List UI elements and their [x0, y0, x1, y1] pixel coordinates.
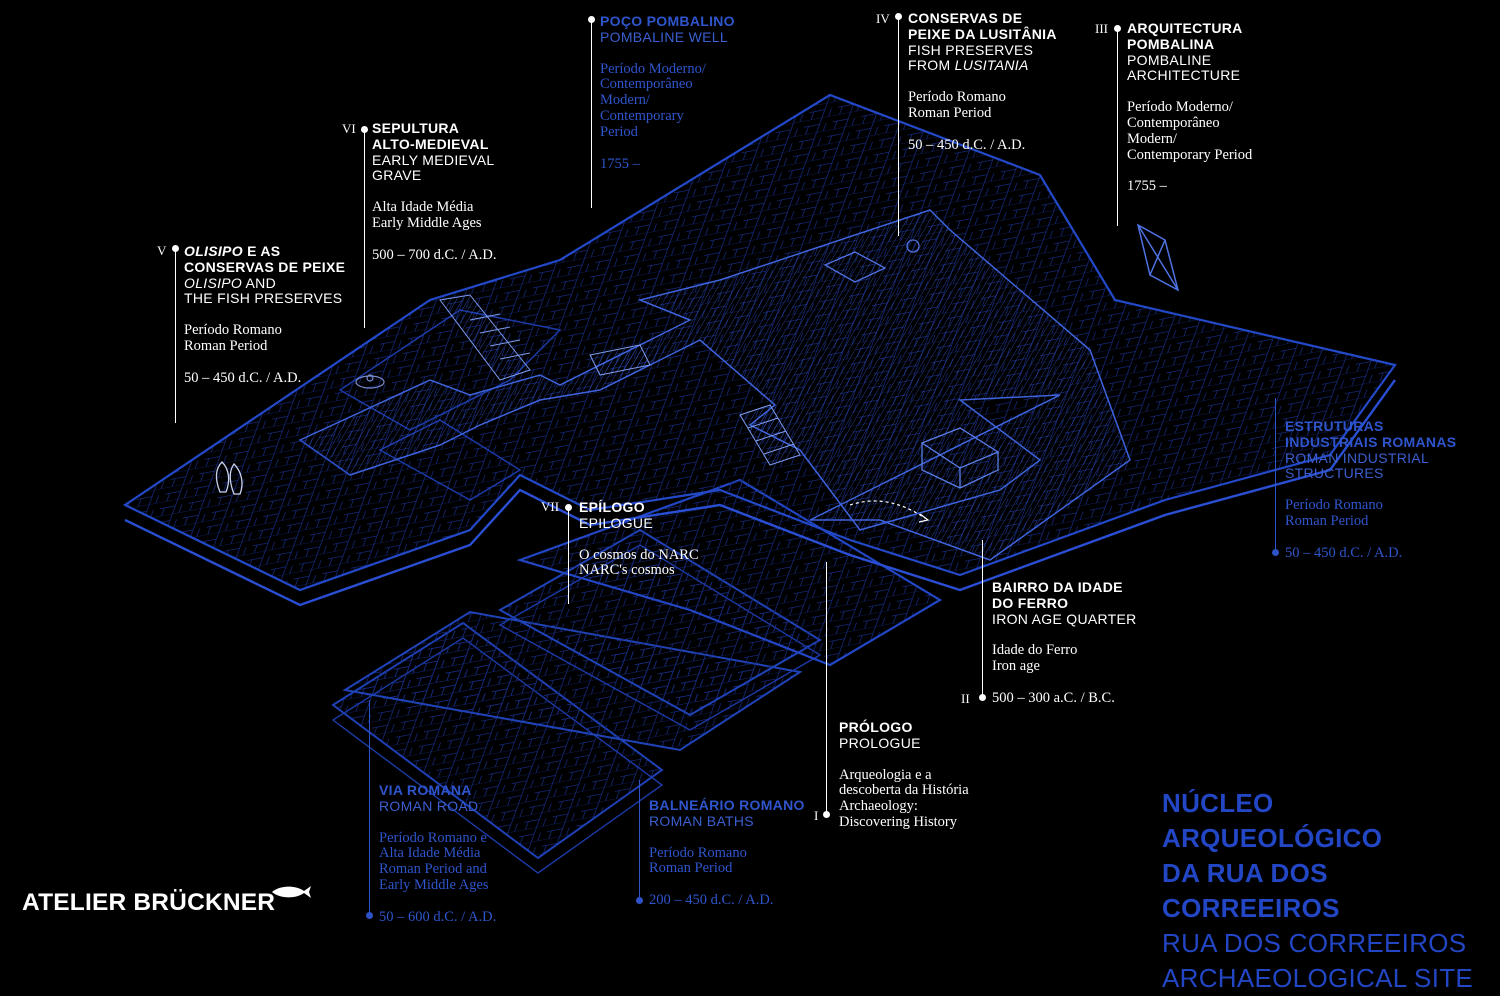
- numeral-vi: VI: [342, 121, 356, 136]
- lower-level-via-romana: [331, 610, 803, 874]
- pombaline-frame: [1136, 223, 1180, 292]
- label-epilogo: EPÍLOGO EPILOGUE O cosmos do NARC NARC's…: [579, 499, 699, 579]
- box-structure: [920, 427, 1000, 489]
- walkway: [298, 209, 1131, 561]
- label-conservas-lusitania: CONSERVAS DE PEIXE DA LUSITÂNIA FISH PRE…: [908, 10, 1057, 153]
- numeral-iv: IV: [876, 11, 890, 26]
- site-title: NÚCLEO ARQUEOLÓGICO DA RUA DOS CORREEIRO…: [1162, 788, 1474, 993]
- amphora-icon: [215, 461, 243, 495]
- lower-level-balneario: [497, 478, 943, 731]
- label-estruturas-industriais: ESTRUTURAS INDUSTRIAIS ROMANAS ROMAN IND…: [1285, 418, 1457, 561]
- label-bairro-idade-ferro: BAIRRO DA IDADE DO FERRO IRON AGE QUARTE…: [992, 579, 1137, 706]
- label-olisipo: OLISIPO E AS CONSERVAS DE PEIXE OLISIPO …: [184, 243, 346, 386]
- numeral-i: I: [814, 808, 819, 823]
- numeral-v: V: [157, 243, 167, 258]
- route-arrow: [849, 500, 930, 523]
- label-poco-pombalino: POÇO POMBALINO POMBALINE WELL Período Mo…: [600, 13, 735, 172]
- label-balneario-romano: BALNEÁRIO ROMANO ROMAN BATHS Período Rom…: [649, 797, 805, 909]
- numeral-vii: VII: [541, 499, 560, 514]
- stairs: [439, 294, 801, 466]
- isometric-site-plan: [122, 93, 1397, 874]
- numeral-iii: III: [1095, 21, 1108, 36]
- numeral-ii: II: [961, 691, 970, 706]
- label-sepultura-alto-medieval: SEPULTURA ALTO-MEDIEVAL EARLY MEDIEVAL G…: [372, 120, 497, 263]
- label-arquitectura-pombalina: ARQUITECTURA POMBALINA POMBALINE ARCHITE…: [1127, 20, 1253, 195]
- fish-icon: [272, 886, 311, 898]
- label-via-romana: VIA ROMANA ROMAN ROAD Período Romano e A…: [379, 782, 497, 925]
- well: [823, 239, 920, 283]
- atelier-bruckner-logo: ATELIER BRÜCKNER: [22, 889, 276, 916]
- grave-figure-icon: [355, 374, 385, 389]
- label-prologo: PRÓLOGO PROLOGUE Arqueologia e a descobe…: [839, 719, 969, 830]
